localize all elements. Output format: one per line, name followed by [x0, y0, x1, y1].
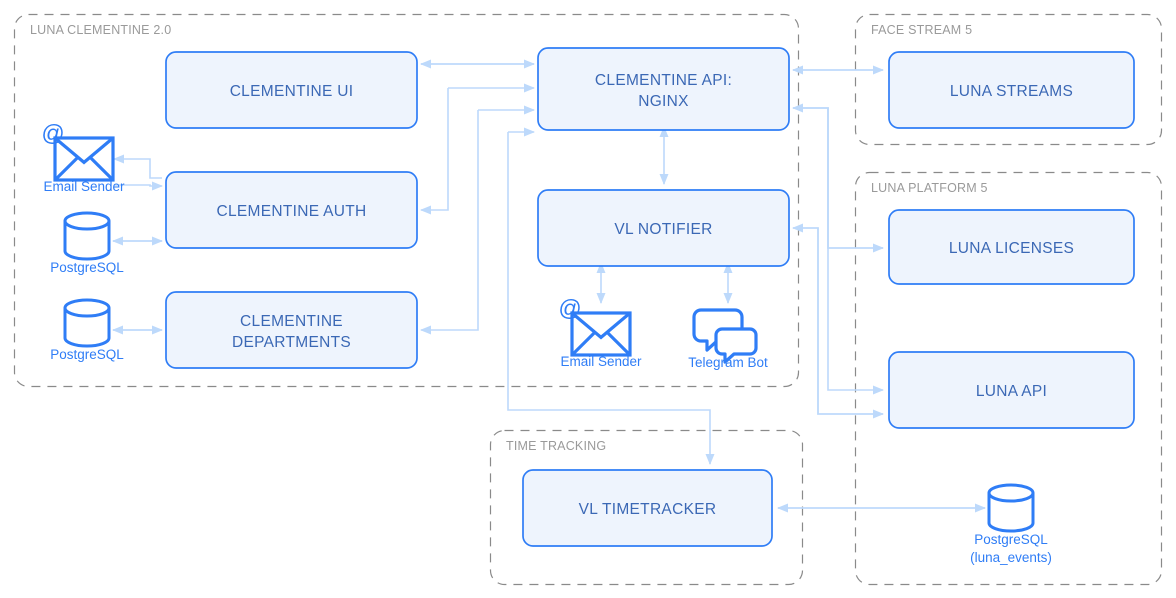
- node-box-luna-streams[interactable]: [888, 51, 1135, 129]
- group-border-luna-clementine: [13, 13, 800, 388]
- email-icon: @: [41, 120, 115, 182]
- group-label-luna-platform: LUNA PLATFORM 5: [871, 181, 988, 195]
- connection-api-to-auth: [420, 88, 449, 215]
- node-luna-api[interactable]: LUNA API: [888, 351, 1135, 429]
- node-vl-timetracker[interactable]: VL TIMETRACKER: [522, 469, 773, 547]
- node-vl-notifier[interactable]: VL NOTIFIER: [537, 189, 790, 267]
- icon-label-telegram-bot: Telegram Bot: [688, 355, 768, 370]
- node-label-luna-streams: LUNA STREAMS: [950, 83, 1073, 100]
- node-box-clementine-api-nginx[interactable]: [537, 47, 790, 131]
- connection-licenses-to-api: [792, 103, 883, 249]
- database-icon: [987, 483, 1035, 533]
- icon-email-sender-auth[interactable]: @ Email Sender: [41, 120, 125, 194]
- node-luna-licenses[interactable]: LUNA LICENSES: [888, 209, 1135, 285]
- icon-label-postgres-departments: PostgreSQL: [50, 347, 124, 362]
- node-label-vl-notifier: VL NOTIFIER: [614, 221, 712, 238]
- group-label-face-stream: FACE STREAM 5: [871, 23, 972, 37]
- node-box-luna-licenses[interactable]: [888, 209, 1135, 285]
- node-box-vl-timetracker[interactable]: [522, 469, 773, 547]
- icon-postgres-luna-events[interactable]: PostgreSQL(luna_events): [970, 483, 1052, 565]
- connection-email-to-auth: [114, 181, 163, 191]
- icon-label-postgres-luna-events: PostgreSQL(luna_events): [970, 532, 1052, 565]
- connection-api-to-tt: [507, 132, 715, 465]
- node-box-luna-api[interactable]: [888, 351, 1135, 429]
- connection-auth-to-email: [113, 154, 162, 179]
- node-label-luna-api: LUNA API: [976, 383, 1047, 400]
- icons-layer: @Email SenderPostgreSQLPostgreSQL@Email …: [41, 120, 1052, 565]
- group-face-stream: FACE STREAM 5: [854, 13, 1163, 146]
- icon-postgres-auth[interactable]: PostgreSQL: [50, 211, 124, 275]
- node-box-clementine-departments[interactable]: [165, 291, 418, 369]
- icon-telegram-bot[interactable]: Telegram Bot: [688, 308, 768, 370]
- database-icon: [63, 298, 111, 348]
- connection-lunaapi-to-notifier: [792, 223, 883, 415]
- group-label-luna-clementine: LUNA CLEMENTINE 2.0: [30, 23, 171, 37]
- node-label-vl-timetracker: VL TIMETRACKER: [579, 501, 717, 518]
- node-box-vl-notifier[interactable]: [537, 189, 790, 267]
- icon-label-email-sender-auth: Email Sender: [43, 179, 125, 194]
- icon-label-postgres-auth: PostgreSQL: [50, 260, 124, 275]
- email-icon: @: [558, 295, 632, 357]
- database-icon: [63, 211, 111, 261]
- node-clementine-auth[interactable]: CLEMENTINE AUTH: [165, 171, 418, 249]
- telegram-icon: [692, 308, 758, 364]
- connection-api-to-dep: [420, 110, 479, 335]
- group-border-face-stream: [854, 13, 1163, 146]
- node-clementine-ui[interactable]: CLEMENTINE UI: [165, 51, 418, 129]
- node-box-clementine-ui[interactable]: [165, 51, 418, 129]
- connection-notifier-to-lunaapi: [793, 227, 884, 419]
- group-luna-platform: LUNA PLATFORM 5: [854, 171, 1163, 586]
- icon-postgres-departments[interactable]: PostgreSQL: [50, 298, 124, 362]
- connections-layer: [112, 59, 986, 513]
- node-box-clementine-auth[interactable]: [165, 171, 418, 249]
- icon-email-sender-notifier[interactable]: @ Email Sender: [558, 295, 642, 369]
- node-label-luna-licenses: LUNA LICENSES: [949, 240, 1074, 257]
- svg-text:@: @: [558, 295, 581, 321]
- node-label-clementine-api-nginx: CLEMENTINE API:NGINX: [595, 72, 732, 110]
- node-luna-streams[interactable]: LUNA STREAMS: [888, 51, 1135, 129]
- connection-api-to-lunaapi: [793, 107, 884, 395]
- svg-text:@: @: [41, 120, 64, 146]
- group-luna-clementine: LUNA CLEMENTINE 2.0: [13, 13, 800, 388]
- connection-api-to-licenses: [793, 107, 884, 253]
- node-label-clementine-ui: CLEMENTINE UI: [230, 83, 354, 100]
- node-label-clementine-auth: CLEMENTINE AUTH: [216, 203, 366, 220]
- group-label-time-tracking: TIME TRACKING: [506, 439, 606, 453]
- icon-label-email-sender-notifier: Email Sender: [560, 354, 642, 369]
- node-clementine-api-nginx[interactable]: CLEMENTINE API:NGINX: [537, 47, 790, 131]
